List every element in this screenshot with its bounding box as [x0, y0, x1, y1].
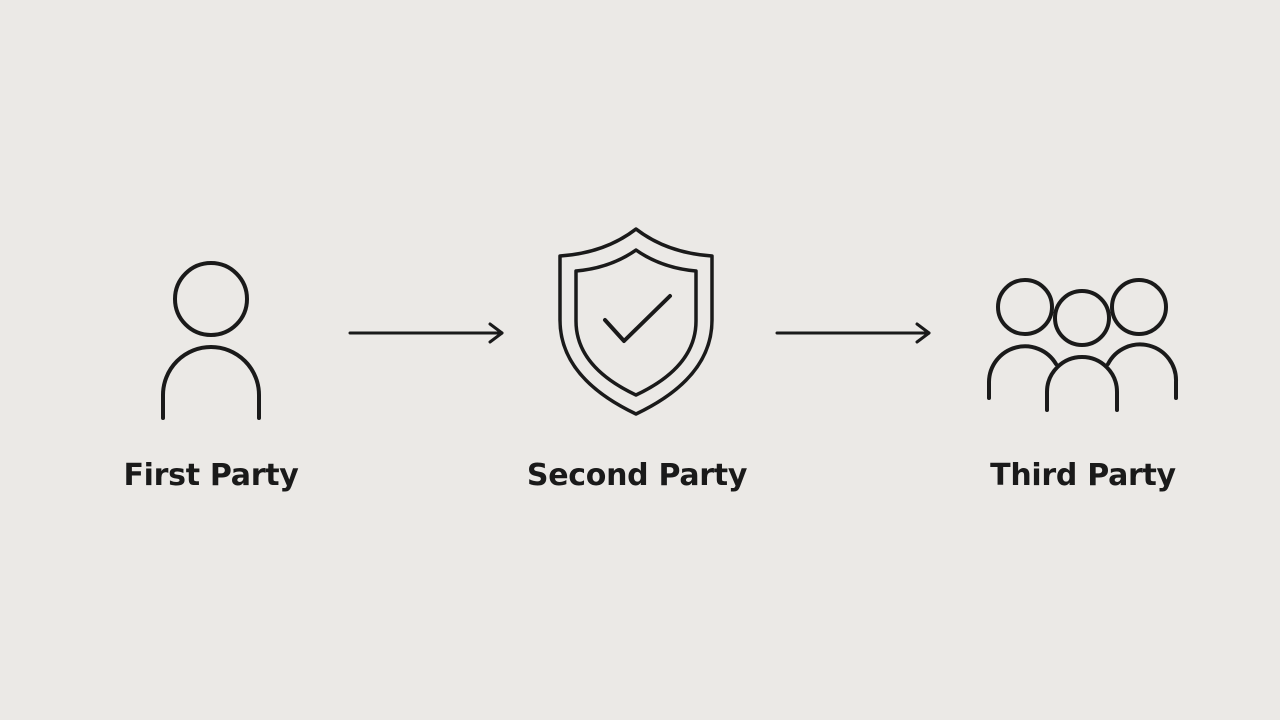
node-label-second-party: Second Party [526, 458, 748, 493]
person-icon [161, 261, 261, 420]
arrow-second-to-third [775, 322, 931, 344]
node-label-third-party: Third Party [990, 458, 1176, 493]
shield-check-icon [558, 227, 714, 416]
arrow-first-to-second [348, 322, 504, 344]
group-icon [987, 278, 1179, 412]
node-label-first-party: First Party [123, 458, 299, 493]
